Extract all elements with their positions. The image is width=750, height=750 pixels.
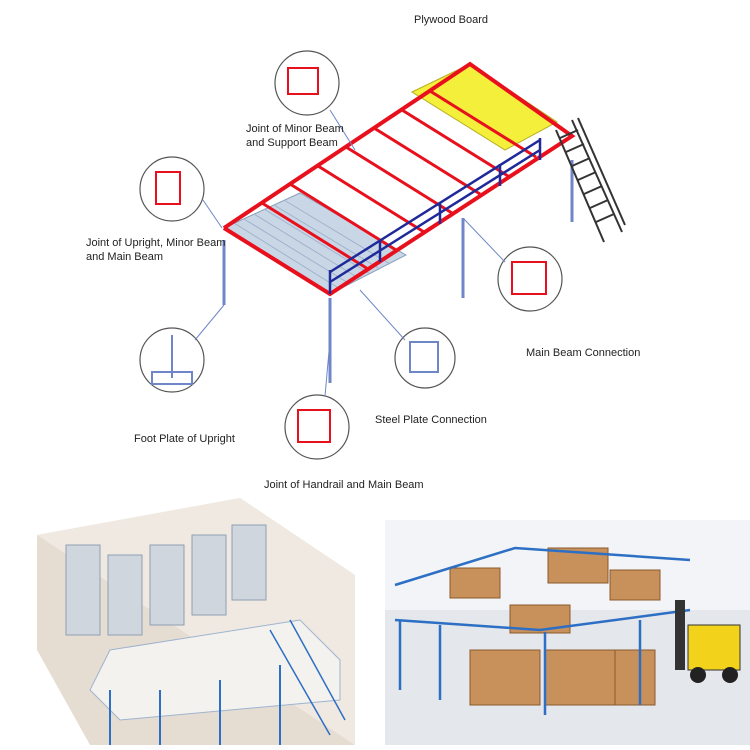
label-foot-plate: Foot Plate of Upright — [134, 433, 235, 445]
warehouse-scene-right — [385, 520, 750, 745]
callout-details — [155, 67, 547, 443]
left-racks — [65, 524, 267, 636]
left-stairs — [269, 619, 346, 736]
callout-handrail-joint — [284, 394, 350, 460]
cardboard-boxes — [449, 547, 661, 706]
label-upright-joint-line2: and Main Beam — [86, 251, 164, 263]
leader-lines — [194, 109, 506, 397]
label-minor-beam-joint: Joint of Minor Beam and Support Beam — [246, 122, 376, 150]
label-minor-beam-joint-line2: and Support Beam — [246, 137, 338, 149]
label-handrail-joint: Joint of Handrail and Main Beam — [264, 479, 424, 491]
label-minor-beam-joint-line1: Joint of Minor Beam — [246, 123, 344, 135]
mezzanine-platform — [222, 61, 626, 383]
label-upright-joint: Joint of Upright, Minor Beam and Main Be… — [86, 236, 226, 264]
callout-minor-beam — [274, 50, 340, 116]
forklift — [675, 600, 741, 683]
decking-ribs — [233, 199, 391, 290]
right-mezzanine-frame — [394, 546, 691, 715]
label-plywood-board: Plywood Board — [414, 14, 488, 26]
red-main-frame — [222, 61, 576, 297]
callout-steel-plate — [394, 327, 456, 389]
platform-uprights — [222, 160, 574, 383]
label-steel-plate-connection: Steel Plate Connection — [375, 414, 487, 426]
staircase — [555, 117, 626, 243]
label-main-beam-connection: Main Beam Connection — [526, 347, 641, 359]
handrails — [328, 138, 542, 294]
plywood-board — [410, 63, 558, 151]
red-minor-beams — [261, 89, 537, 271]
label-upright-joint-line1: Joint of Upright, Minor Beam — [86, 237, 226, 249]
callout-upright-joint — [139, 156, 205, 222]
callout-main-beam — [497, 246, 563, 312]
warehouse-scene-left — [37, 498, 355, 745]
left-mezzanine-columns — [109, 665, 281, 745]
